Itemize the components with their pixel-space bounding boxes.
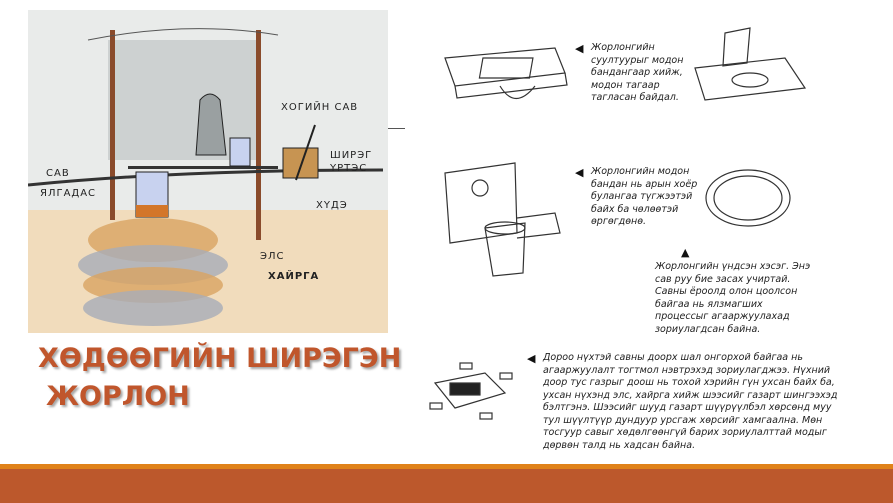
label-sod-scoop: ҮРТЭС <box>330 163 368 174</box>
slide-title: ХӨДӨӨГИЙН ШИРЭГЭН ЖОРЛОН <box>38 340 401 416</box>
sketch-drawing <box>28 28 388 333</box>
label-gravel: ХАЙРГА <box>268 271 320 282</box>
caption-bench: Жорлонгийн модон бандан нь арын хоёр бул… <box>591 166 698 227</box>
divider-line <box>388 128 406 129</box>
latrine-cross-section-sketch: ХОГИЙН САВ ШИРЭГ ҮРТЭС САВ ЯЛГАДАС ХҮДЭ … <box>28 10 388 333</box>
arrow-up-icon: ▲ <box>681 246 690 259</box>
footer-bar <box>0 469 893 503</box>
slide-title-line2: ЖОРЛОН <box>46 381 190 412</box>
latrine-parts-illustration: ◀ Жорлонгийн суултуурыг модон бандангаар… <box>405 18 860 451</box>
arrow-left-icon: ◀ <box>527 352 536 365</box>
label-shovel: ХҮДЭ <box>316 200 348 211</box>
label-sod: ШИРЭГ <box>330 150 373 161</box>
arrow-left-icon: ◀ <box>575 42 584 55</box>
arrow-left-icon: ◀ <box>575 166 584 179</box>
caption-seat: Жорлонгийн суултуурыг модон бандангаар х… <box>591 42 684 103</box>
slide-title-line1: ХӨДӨӨГИЙН ШИРЭГЭН <box>38 343 402 374</box>
label-waste-bin: ХОГИЙН САВ <box>281 102 359 113</box>
caption-bowl: Жорлонгийн үндсэн хэсэг. Энэ сав руу бие… <box>655 261 811 335</box>
parts-drawings <box>429 27 807 420</box>
label-sand: ЭЛС <box>260 251 285 262</box>
label-separator: ЯЛГАДАС <box>40 188 97 199</box>
footer-stripe <box>0 464 893 469</box>
label-container: САВ <box>46 168 70 179</box>
caption-pit: Дороо нүхтэй савны доорх шал онгорхой ба… <box>543 352 838 451</box>
